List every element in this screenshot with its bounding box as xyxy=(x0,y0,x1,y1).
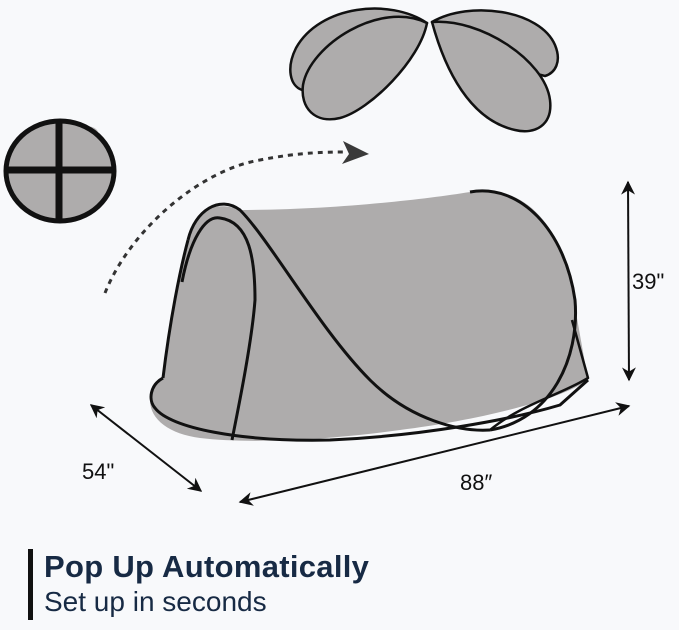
feature-title: Pop Up Automatically xyxy=(44,549,370,584)
unfolding-tent-loops-icon xyxy=(289,7,560,133)
dotted-curve-arrow-icon xyxy=(103,141,369,294)
width-dimension-arrow xyxy=(89,404,203,492)
feature-subtitle: Set up in seconds xyxy=(44,586,267,617)
width-dimension-label: 54" xyxy=(82,459,115,484)
folded-tent-disc-icon xyxy=(3,118,117,224)
length-dimension-arrow xyxy=(238,402,631,506)
tent-illustration xyxy=(3,7,636,506)
feature-caption: Pop Up Automatically Set up in seconds xyxy=(28,549,369,620)
height-dimension-arrow xyxy=(621,180,636,382)
tent-icon xyxy=(149,189,590,442)
length-dimension-label: 88″ xyxy=(460,470,493,495)
height-dimension-label: 39" xyxy=(632,269,665,294)
